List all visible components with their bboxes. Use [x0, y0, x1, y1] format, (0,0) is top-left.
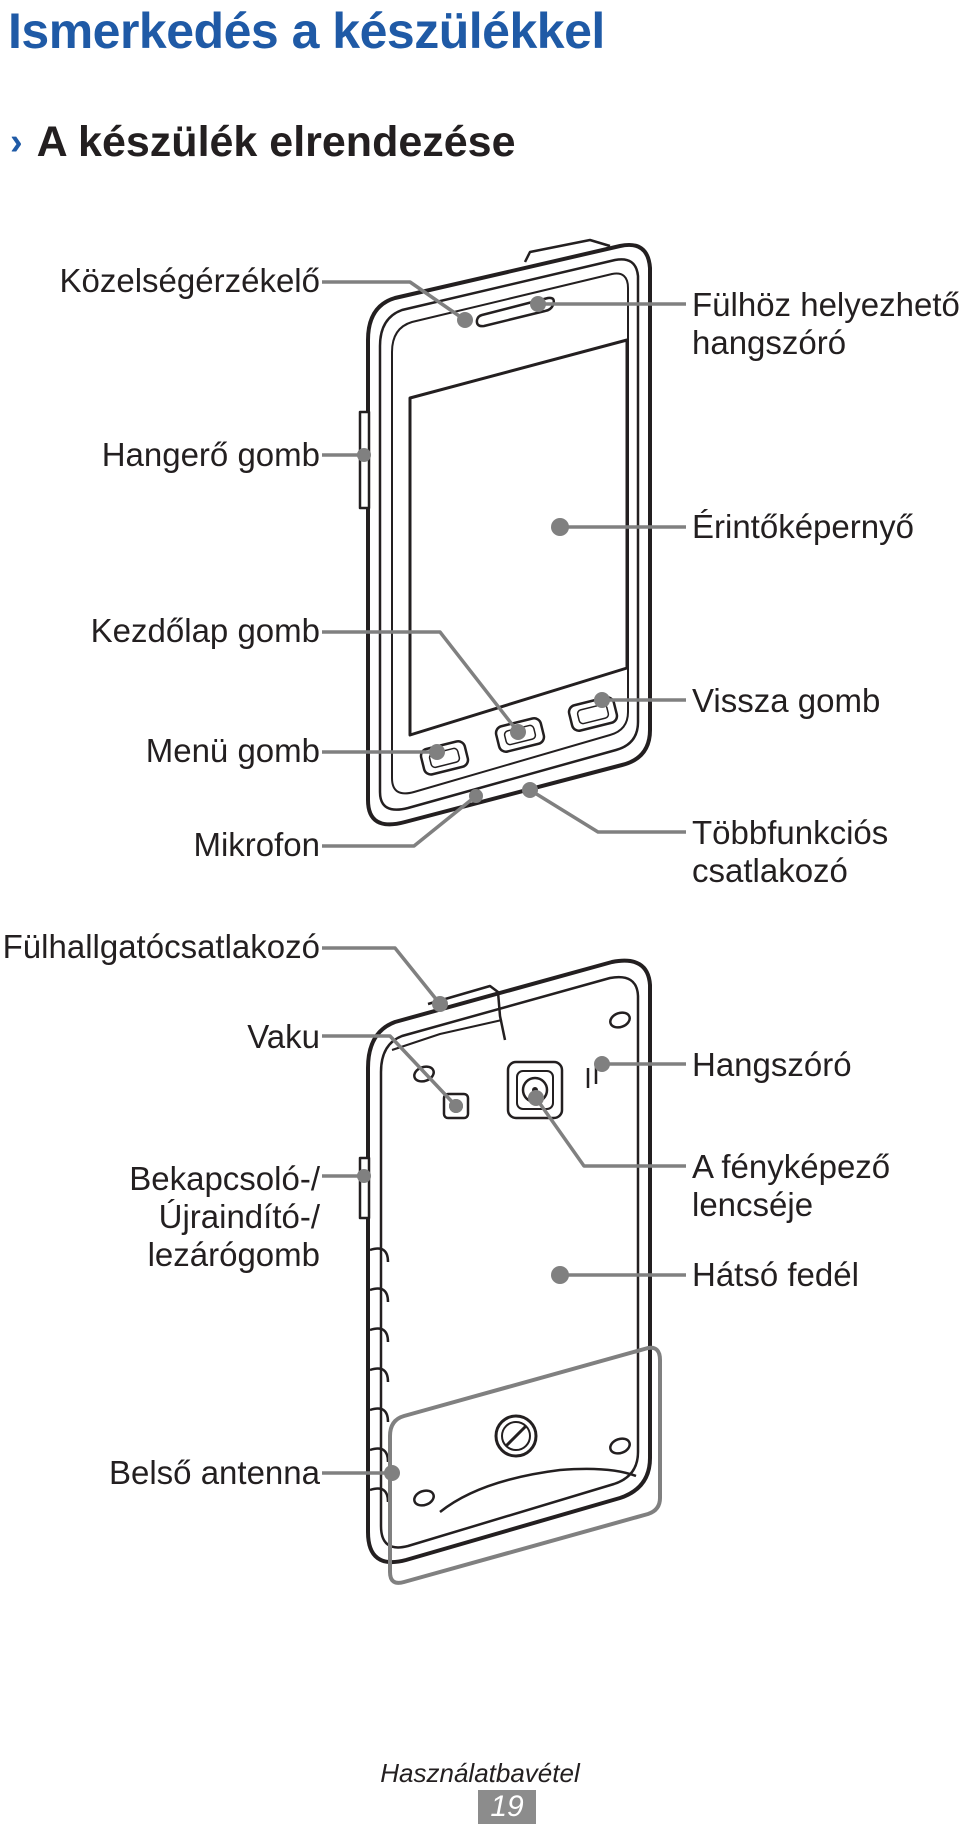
back-phone-illustration [358, 958, 652, 1565]
callout-camera-lens [534, 1096, 686, 1168]
label-earpiece-line2: hangszóró [692, 324, 847, 361]
label-back-cover: Hátsó fedél [692, 1256, 859, 1293]
label-touchscreen: Érintőképernyő [692, 508, 914, 545]
antenna-highlight-box [388, 1345, 662, 1585]
chevron-right-icon: › [10, 121, 23, 163]
back-screw-top-right [609, 1011, 631, 1029]
label-home-key: Kezdőlap gomb [90, 612, 320, 649]
back-screw-bottom-left [413, 1489, 435, 1507]
label-power-key-line1: Bekapcsoló-/ [129, 1160, 320, 1197]
front-earpiece-grille [475, 296, 556, 328]
label-multipurpose-jack-line2: csatlakozó [692, 852, 848, 889]
label-camera-lens-line1: A fényképező [692, 1148, 891, 1185]
front-phone-illustration [358, 238, 652, 827]
label-back-key: Vissza gomb [692, 682, 881, 719]
callout-dots [357, 296, 610, 1481]
section-title-text: A készülék elrendezése [36, 118, 516, 166]
front-inner-frame [378, 258, 640, 811]
label-earpiece-line1: Fülhöz helyezhető [692, 286, 960, 323]
callout-microphone [322, 794, 478, 848]
page-title: Ismerkedés a készülékkel [8, 3, 605, 59]
callout-lines [322, 280, 686, 1475]
label-power-key: Bekapcsoló-/ Újraindító-/ lezárógomb [129, 1160, 320, 1274]
front-bezel [391, 272, 629, 795]
label-flash: Vaku [247, 1018, 320, 1055]
back-speaker-slots [586, 1064, 598, 1088]
back-grip-ridges [369, 1247, 390, 1503]
label-power-key-line2: Újraindító-/ [158, 1198, 320, 1235]
section-title: › A készülék elrendezése [10, 118, 516, 167]
callout-proximity-sensor [322, 280, 466, 322]
back-cover-lock [494, 1414, 538, 1458]
page-number: 19 [478, 1790, 536, 1824]
label-speaker: Hangszóró [692, 1046, 852, 1083]
label-multipurpose-jack: Többfunkciós csatlakozó [692, 814, 888, 890]
front-back-key [567, 696, 619, 732]
front-home-key [494, 717, 546, 753]
back-outer-body [366, 958, 652, 1565]
callout-home-key [322, 630, 520, 734]
label-camera-lens-line2: lencséje [692, 1186, 814, 1223]
label-internal-antenna: Belső antenna [108, 1454, 320, 1491]
back-inner-frame [379, 975, 640, 1549]
callout-flash [322, 1034, 458, 1108]
label-headset-jack: Fülhallgatócsatlakozó [2, 928, 320, 965]
back-camera-module [506, 1060, 564, 1120]
label-volume-key: Hangerő gomb [101, 436, 320, 473]
back-bottom-contour [439, 1467, 637, 1513]
front-menu-key [419, 740, 470, 776]
back-top-edge [427, 984, 507, 1041]
label-menu-key: Menü gomb [145, 732, 320, 769]
label-microphone: Mikrofon [193, 826, 320, 863]
callout-headset-jack [322, 946, 442, 1006]
back-power-key [358, 1156, 371, 1220]
front-top-notch [523, 238, 611, 263]
callout-multipurpose-jack [529, 788, 686, 834]
label-multipurpose-jack-line1: Többfunkciós [692, 814, 889, 851]
front-outer-body [366, 243, 652, 827]
back-screw-bottom-right [609, 1437, 631, 1455]
back-flash [442, 1092, 470, 1120]
label-power-key-line3: lezárógomb [147, 1236, 320, 1273]
footer-section-name: Használatbavétel [380, 1758, 580, 1788]
label-proximity-sensor: Közelségérzékelő [59, 262, 321, 299]
front-screen [408, 338, 629, 737]
label-earpiece: Fülhöz helyezhető hangszóró [692, 286, 960, 362]
label-camera-lens: A fényképező lencséje [692, 1148, 890, 1224]
